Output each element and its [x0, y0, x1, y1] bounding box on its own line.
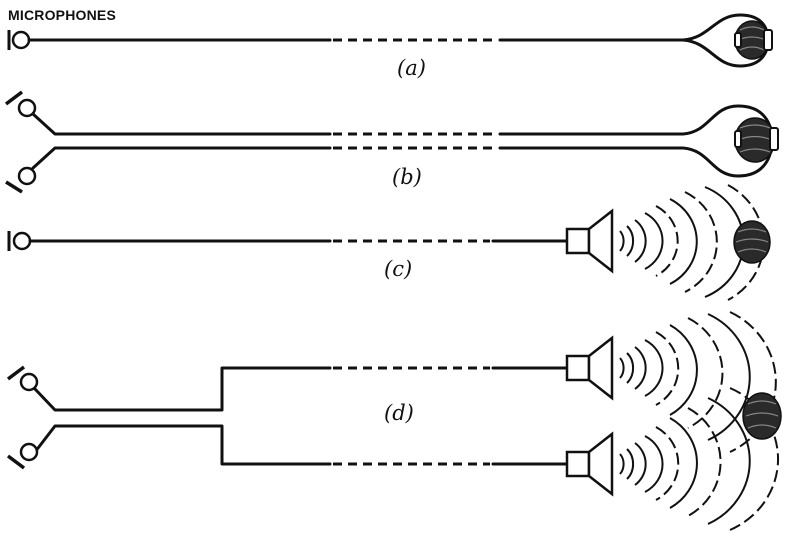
loudspeaker-icon — [565, 208, 614, 274]
microphone-icon — [7, 30, 31, 50]
caption-c: (c) — [384, 257, 412, 281]
caption-d: (d) — [384, 401, 414, 425]
caption-a: (a) — [397, 56, 426, 80]
caption-b: (b) — [392, 165, 422, 189]
listener-head-icon — [733, 220, 771, 264]
microphone-icon — [7, 231, 32, 251]
listener-head-icon — [734, 117, 779, 163]
listener-head-icon — [734, 20, 773, 60]
microphone-icon — [5, 166, 37, 194]
headphones-icon — [498, 104, 774, 178]
wire-d-upper-left — [33, 366, 332, 412]
microphone-icon — [6, 442, 39, 470]
row-c: (c) — [7, 184, 771, 301]
row-d: (d) — [6, 311, 782, 531]
microphone-icon — [6, 365, 39, 392]
sound-waves-icon — [619, 311, 777, 453]
row-a: (a) — [7, 13, 773, 80]
loudspeaker-icon — [565, 335, 614, 401]
row-b: (b) — [4, 90, 779, 194]
wire-d-lower-left — [33, 424, 332, 466]
wire-b-upper-left — [31, 112, 332, 136]
listener-head-icon — [742, 392, 782, 440]
wire-b-lower-left — [31, 146, 332, 170]
microphone-icon — [4, 90, 37, 118]
microphones-label: MICROPHONES — [8, 7, 116, 23]
loudspeaker-icon — [565, 431, 614, 497]
